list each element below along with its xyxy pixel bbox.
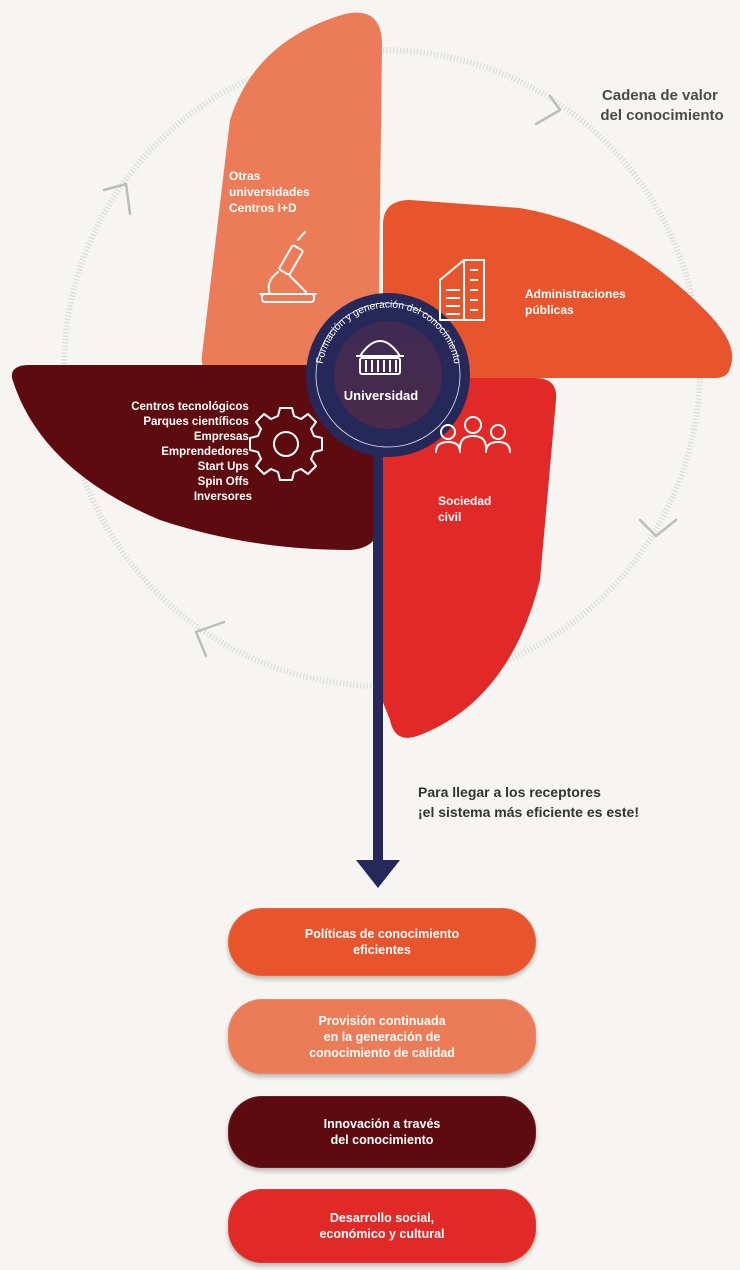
- arrow-caption: Para llegar a los receptores ¡el sistema…: [418, 784, 639, 820]
- center-label: Universidad: [344, 388, 418, 403]
- petal-left-label: Centros tecnológicos Parques científicos…: [131, 401, 252, 503]
- gear-icon: [249, 407, 323, 481]
- petal-top-label: Otras universidades Centros I+D: [229, 169, 313, 215]
- outcome-pill-2: Provisión continuada en la generación de…: [228, 999, 536, 1074]
- outcome-text-3: Innovación a través del conocimiento: [323, 1117, 441, 1147]
- outcome-pill-3: Innovación a través del conocimiento: [228, 1096, 536, 1168]
- outcome-text-1: Políticas de conocimiento eficientes: [304, 927, 460, 957]
- center-hub-ring: [315, 302, 461, 448]
- microscope-icon: [259, 231, 317, 303]
- outcome-text-4: Desarrollo social, económico y cultural: [319, 1211, 445, 1241]
- petal-left: [11, 365, 381, 550]
- cycle-chevrons: [102, 94, 678, 658]
- outcome-pill-4: Desarrollo social, económico y cultural: [228, 1189, 536, 1263]
- chevron-right-icon: [534, 94, 562, 126]
- outcome-pill-1: Políticas de conocimiento eficientes: [228, 908, 536, 976]
- chevron-left-icon: [102, 182, 132, 216]
- outcome-text-2: Provisión continuada en la generación de…: [309, 1013, 455, 1060]
- office-building-icon: [439, 259, 485, 321]
- dome-building-icon: [356, 340, 404, 375]
- flow-arrowhead: [356, 860, 400, 888]
- petal-bottom-label: Sociedad civil: [438, 494, 495, 524]
- cycle-title: Cadena de valor del conocimiento: [600, 87, 723, 124]
- chevron-right-icon: [638, 518, 678, 538]
- petal-top: [201, 12, 382, 370]
- chevron-left-icon: [194, 620, 226, 658]
- petal-bottom: [382, 378, 557, 738]
- petal-right: [383, 200, 733, 378]
- petal-right-label: Administraciones públicas: [525, 287, 629, 317]
- people-group-icon: [435, 416, 511, 453]
- flow-stem: [373, 380, 383, 860]
